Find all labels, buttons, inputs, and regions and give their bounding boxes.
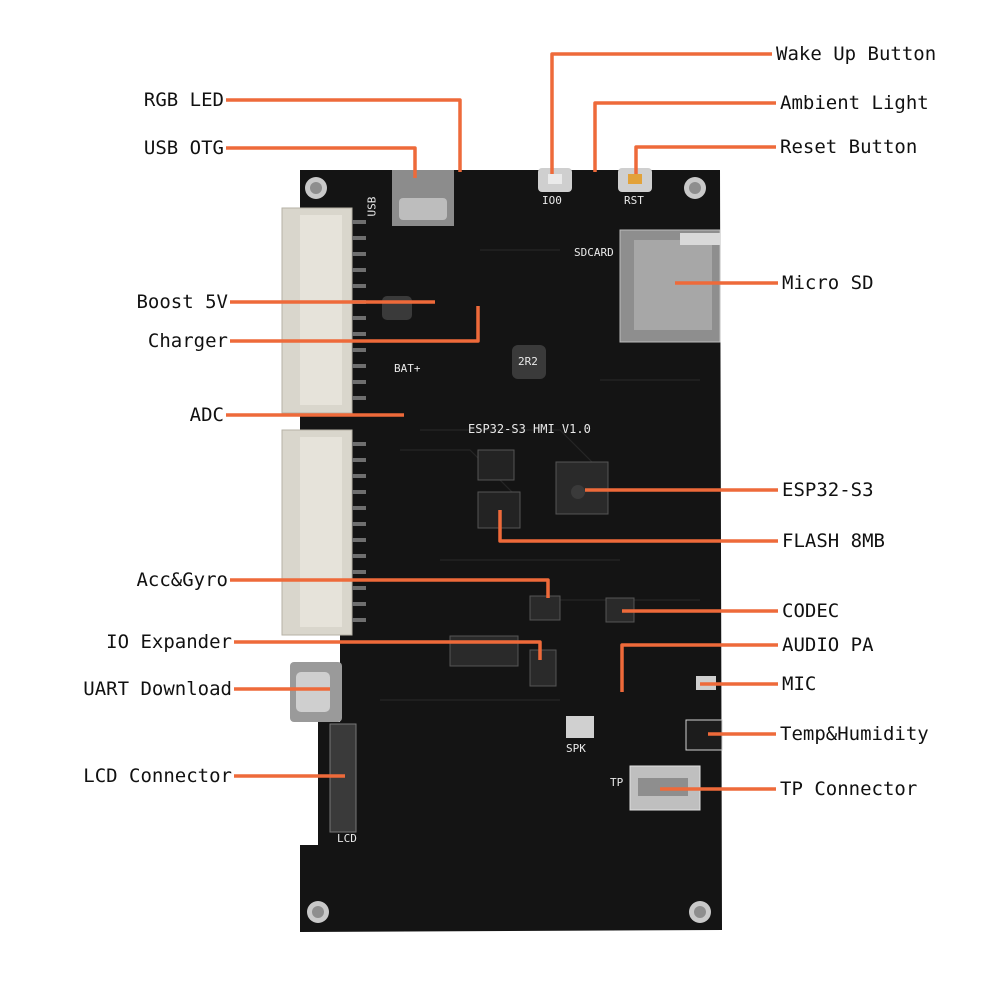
spk-connector — [566, 716, 594, 738]
label-reset-button: Reset Button — [780, 136, 918, 158]
silk-io0: IO0 — [542, 194, 562, 207]
lcd-fpc-connector — [329, 723, 357, 833]
leader-audio-pa — [620, 643, 778, 692]
label-lcd-connector: LCD Connector — [83, 765, 232, 787]
silk-spk: SPK — [566, 742, 586, 755]
side-connector-bottom — [281, 429, 353, 636]
label-audio-pa: AUDIO PA — [782, 634, 874, 656]
label-uart-download: UART Download — [83, 678, 232, 700]
label-rgb-led: RGB LED — [143, 89, 224, 111]
silk-lcd: LCD — [337, 832, 357, 845]
acc-gyro-chip — [529, 595, 561, 621]
leader-io-expander — [234, 640, 542, 660]
leader-lines — [226, 52, 778, 791]
inductor-2r2 — [512, 345, 546, 379]
label-esp32-s3: ESP32-S3 — [782, 479, 874, 501]
label-codec: CODEC — [782, 600, 840, 622]
audio-pa-chip — [529, 649, 557, 687]
label-io-expander: IO Expander — [106, 631, 232, 653]
silk-inductor: 2R2 — [518, 355, 538, 368]
label-flash-8mb: FLASH 8MB — [782, 530, 885, 552]
inductor-boost — [382, 296, 412, 320]
esp32-chip — [555, 461, 609, 515]
leader-wake-up-button — [550, 52, 772, 174]
silk-bat: BAT+ — [394, 362, 421, 375]
leader-ambient-light — [593, 101, 776, 172]
label-charger: Charger — [147, 330, 228, 352]
microsd-slot — [619, 229, 721, 343]
label-mic: MIC — [782, 673, 817, 695]
leader-reset-button — [634, 145, 776, 174]
label-wake-up-button: Wake Up Button — [776, 43, 937, 65]
silk-usb: USB — [365, 196, 379, 217]
label-boost-5v: Boost 5V — [136, 291, 228, 313]
leader-rgb-led — [226, 98, 462, 172]
leader-flash-8mb — [498, 510, 778, 543]
uart-usb-port — [290, 662, 342, 722]
connector-pins — [352, 220, 366, 622]
leader-charger — [230, 306, 480, 343]
side-connector-top — [281, 207, 353, 414]
label-adc: ADC — [189, 404, 224, 426]
rst-button-body — [618, 168, 652, 192]
mounting-holes — [305, 177, 711, 923]
label-temp-humidity: Temp&Humidity — [780, 723, 929, 745]
leader-usb-otg — [226, 146, 417, 178]
label-acc-gyro: Acc&Gyro — [136, 569, 228, 591]
pcb-board — [300, 170, 722, 932]
silk-board-title: ESP32-S3 HMI V1.0 — [468, 422, 591, 436]
silk-tp: TP — [610, 776, 624, 789]
label-tp-connector: TP Connector — [780, 778, 918, 800]
label-usb-otg: USB OTG — [143, 137, 224, 159]
label-micro-sd: Micro SD — [782, 272, 874, 294]
label-ambient-light: Ambient Light — [780, 92, 929, 114]
ic-top-psram — [477, 449, 515, 481]
silk-sdcard: SDCARD — [574, 246, 614, 259]
silk-rst: RST — [624, 194, 644, 207]
io0-button-body — [538, 168, 572, 192]
usb-otg-port — [392, 170, 454, 226]
leader-acc-gyro — [230, 578, 550, 598]
